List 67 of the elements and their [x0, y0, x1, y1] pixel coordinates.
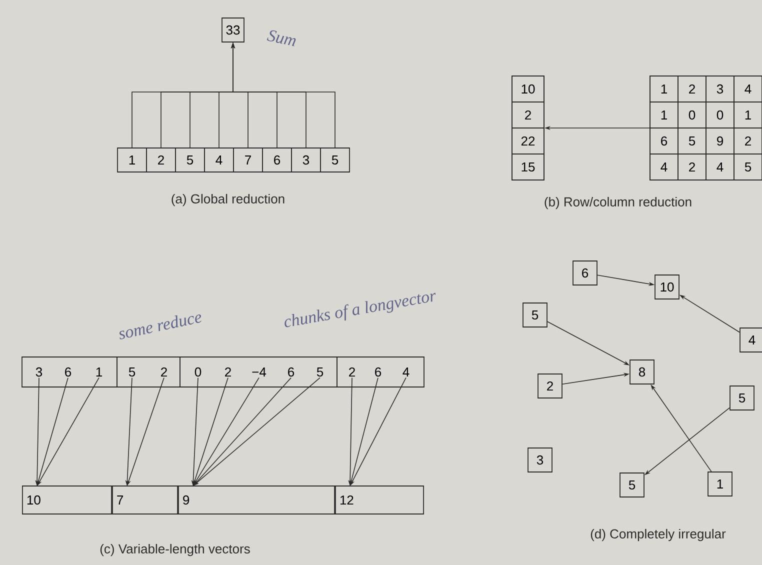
number-box: 2 [538, 374, 562, 398]
number-box: 2 [146, 148, 176, 172]
number-box: 5 [175, 148, 205, 172]
number-box: 9 [706, 128, 734, 154]
segment-box [180, 356, 338, 388]
number-box: 4 [650, 154, 678, 180]
number-box: 4 [734, 76, 762, 102]
vector-element: 2 [225, 367, 231, 377]
number-box: 33 [222, 18, 244, 42]
figure-caption: (d) Completely irregular [590, 528, 726, 542]
segment-box [22, 356, 118, 388]
segment-box [116, 356, 180, 388]
number-box: 22 [512, 128, 544, 154]
segment-box [336, 356, 424, 388]
result-box: 10 [22, 486, 112, 514]
number-box: 0 [706, 102, 734, 128]
vector-element: 6 [65, 367, 72, 377]
vector-element: 2 [161, 367, 167, 377]
number-box: 1 [708, 472, 732, 496]
number-box: 1 [117, 148, 147, 172]
vector-element: 4 [402, 368, 410, 376]
number-box: 7 [233, 148, 263, 172]
figure-caption: (c) Variable-length vectors [100, 544, 250, 556]
number-box: 3 [706, 76, 734, 102]
number-box: 2 [512, 102, 544, 128]
figure-caption: (b) Row/column reduction [544, 196, 692, 210]
result-box: 7 [112, 486, 178, 514]
number-box: 6 [572, 260, 598, 286]
vector-element: 0 [194, 367, 202, 377]
number-box: 5 [734, 154, 762, 180]
number-box: 5 [522, 302, 548, 328]
vector-element: 2 [349, 367, 355, 377]
number-box: 1 [650, 102, 678, 128]
number-box: 5 [320, 148, 350, 172]
number-box: 5 [678, 128, 706, 154]
number-box: 2 [678, 76, 706, 102]
number-box: 10 [654, 274, 680, 300]
number-box: 4 [706, 154, 734, 180]
result-box: 9 [178, 486, 335, 514]
number-box: 6 [650, 128, 678, 154]
number-box: 1 [734, 102, 762, 128]
vector-element: 1 [96, 368, 102, 376]
number-box: 6 [262, 148, 292, 172]
handwritten-note: some reduce [120, 314, 202, 340]
number-box: 5 [730, 386, 754, 410]
number-box: 3 [528, 448, 552, 472]
vector-element: 5 [128, 367, 136, 377]
number-box: 1 [650, 76, 678, 102]
result-box: 12 [335, 486, 424, 514]
number-box: 0 [678, 102, 706, 128]
vector-element: 5 [316, 367, 324, 377]
figure-caption: (a) Global reduction [172, 194, 284, 206]
number-box: 2 [734, 128, 762, 154]
number-box: 4 [740, 328, 762, 352]
vector-element: −4 [252, 368, 266, 376]
vector-element: 6 [375, 367, 382, 377]
number-box: 8 [630, 360, 654, 384]
handwritten-note: Sum [266, 30, 296, 46]
vector-element: 3 [36, 367, 42, 377]
handwritten-note: chunks of a longvector [284, 292, 436, 328]
number-box: 15 [512, 154, 544, 180]
number-box: 10 [512, 76, 544, 102]
vector-element: 6 [288, 367, 294, 377]
number-box: 4 [204, 148, 234, 172]
number-box: 2 [678, 154, 706, 180]
number-box: 3 [291, 148, 321, 172]
number-box: 5 [620, 472, 644, 498]
